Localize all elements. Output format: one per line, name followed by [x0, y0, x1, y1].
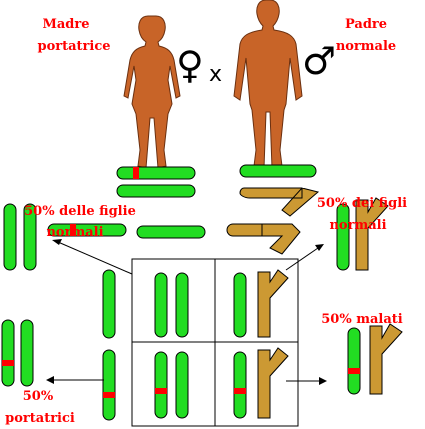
cell-normal-daughter — [154, 272, 189, 338]
gamete-x-mutant — [47, 223, 127, 237]
father-x — [239, 164, 317, 178]
cross-symbol: x — [209, 62, 222, 87]
cell-sick-son — [233, 347, 289, 419]
mutation-band — [234, 388, 246, 394]
normal-daughters-label-line2: normali — [46, 225, 103, 240]
mother-x-mutant — [116, 166, 196, 180]
mother-figure — [123, 15, 181, 169]
male-symbol-icon: ♂ — [302, 39, 336, 83]
arrowhead — [319, 377, 327, 385]
row-header-chromosomes — [102, 269, 116, 421]
normal-sons-label-line1: 50% dei figli — [317, 196, 407, 211]
outcome-normal-daughters — [3, 203, 37, 271]
outcome-normal-sons — [336, 197, 389, 271]
outcome-carrier-daughters — [1, 319, 34, 387]
gametes — [47, 223, 301, 255]
mutation-band — [2, 360, 14, 366]
arrowhead — [46, 376, 54, 384]
normal-daughters-label-line1: 50% delle figlie — [24, 204, 136, 219]
mutation-band — [133, 167, 139, 179]
father-chromosomes — [239, 164, 320, 217]
gamete-x-normal — [136, 225, 206, 239]
punnett-grid — [131, 258, 299, 427]
mutation-band — [70, 224, 76, 236]
arrow-to-normal-sons — [285, 247, 319, 271]
father-figure — [233, 0, 303, 169]
arrowhead — [52, 239, 62, 245]
father-y — [239, 187, 320, 217]
father-label-line2: normale — [336, 39, 396, 54]
gamete-y — [261, 223, 301, 255]
carriers-label-line2: portatrici — [5, 411, 75, 426]
arrow-to-normal-daughters — [57, 241, 133, 275]
row1-x-normal — [102, 269, 116, 339]
arrowhead — [315, 244, 324, 251]
father-label-line1: Padre — [345, 17, 387, 32]
outcome-sick-sons — [347, 323, 403, 395]
row2-x-mutant — [102, 349, 116, 421]
mother-label-line1: Madre — [42, 17, 89, 32]
mother-x-normal — [116, 184, 196, 198]
mother-chromosomes — [116, 166, 196, 198]
carriers-label-line1: 50% — [23, 389, 54, 404]
mutation-band — [103, 392, 115, 398]
mother-label-line2: portatrice — [37, 39, 110, 54]
female-symbol-icon: ♀ — [176, 43, 204, 87]
mutation-band — [348, 368, 360, 374]
normal-sons-label-line2: normali — [329, 218, 386, 233]
cell-normal-son — [233, 269, 289, 338]
sick-label: 50% malati — [321, 312, 403, 327]
arrows — [46, 239, 327, 385]
cell-carrier-daughter — [154, 351, 189, 419]
mutation-band — [155, 388, 167, 394]
